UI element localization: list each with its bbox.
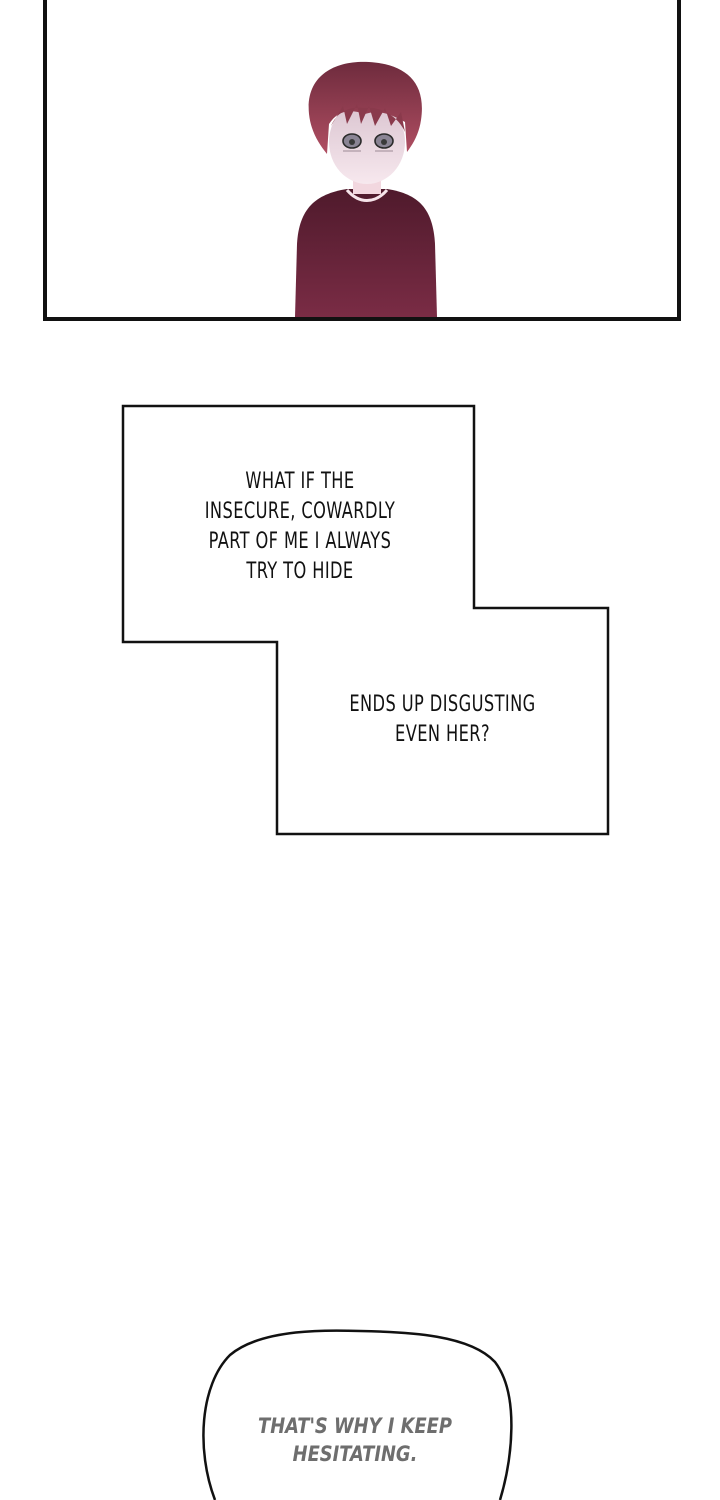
collar (345, 188, 389, 202)
narration-text-2: ENDS UP DISGUSTING EVEN HER? (317, 690, 567, 750)
bubble-line: HESITATING. (292, 1442, 418, 1466)
narration-line: TRY TO HIDE (246, 559, 354, 584)
narration-line: INSECURE, COWARDLY (204, 499, 396, 524)
bangs (331, 104, 405, 132)
narration-line: WHAT IF THE (245, 469, 355, 494)
speech-bubble-text: THAT'S WHY I KEEP HESITATING. (236, 1412, 474, 1468)
sweater (295, 189, 437, 317)
character-illustration (295, 61, 437, 317)
narration-text-1: WHAT IF THE INSECURE, COWARDLY PART OF M… (177, 467, 423, 587)
narration-line: EVEN HER? (395, 722, 490, 747)
narration-line: ENDS UP DISGUSTING (349, 692, 536, 717)
hair (308, 61, 422, 154)
narration-line: PART OF ME I ALWAYS (208, 529, 392, 554)
bubble-line: THAT'S WHY I KEEP (258, 1414, 452, 1438)
comic-panel (43, 0, 681, 321)
